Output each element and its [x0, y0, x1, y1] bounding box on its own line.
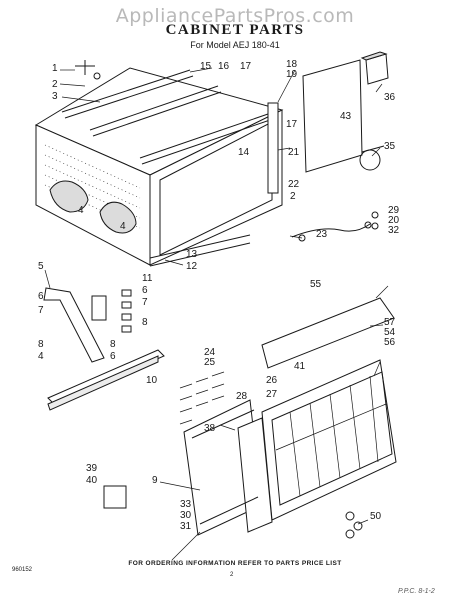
cabinet-shell — [34, 67, 284, 267]
callout-41: 41 — [294, 361, 306, 372]
front-grille-assembly — [103, 297, 397, 539]
callout-5: 5 — [38, 261, 44, 272]
callout-33: 33 — [180, 499, 192, 510]
callout-55: 55 — [310, 279, 322, 290]
callout-20: 20 — [388, 215, 400, 226]
callout-30: 30 — [180, 510, 192, 521]
handwritten-note: P.P.C. 8-1-2 — [398, 588, 435, 595]
callout-18: 18 — [286, 59, 298, 70]
callout-leaders — [44, 67, 389, 561]
callout-19: 19 — [286, 69, 298, 80]
callout-31: 31 — [180, 521, 192, 532]
callout-14: 14 — [238, 147, 250, 158]
callout-16: 16 — [218, 61, 230, 72]
callout-7a: 7 — [38, 305, 44, 316]
watermark: AppliancePartsPros.com — [115, 5, 355, 27]
callout-6a: 6 — [38, 291, 44, 302]
page-number: 2 — [230, 572, 234, 578]
callout-21: 21 — [288, 147, 300, 158]
callout-24: 24 — [204, 347, 216, 358]
callout-26: 26 — [266, 375, 278, 386]
callout-36: 36 — [384, 92, 396, 103]
callout-56: 56 — [384, 337, 396, 348]
callout-17b: 17 — [286, 119, 298, 130]
callout-17: 17 — [240, 61, 252, 72]
callout-40: 40 — [86, 475, 98, 486]
callout-7b: 7 — [142, 297, 148, 308]
callout-57: 57 — [384, 317, 396, 328]
callout-8c: 8 — [110, 339, 116, 350]
callout-8a: 8 — [38, 339, 44, 350]
page-title: CABINET PARTS — [165, 22, 305, 38]
callout-27: 27 — [266, 389, 278, 400]
callout-25: 25 — [204, 357, 216, 368]
mounting-brackets — [43, 60, 165, 411]
callout-38: 38 — [204, 423, 216, 434]
callout-28: 28 — [236, 391, 248, 402]
callout-9: 9 — [152, 475, 158, 486]
ordering-note: FOR ORDERING INFORMATION REFER TO PARTS … — [128, 560, 342, 567]
callout-39: 39 — [86, 463, 98, 474]
callout-3: 3 — [52, 91, 58, 102]
callout-4c: 4 — [38, 351, 44, 362]
callout-12: 12 — [186, 261, 198, 272]
callout-4a: 4 — [78, 205, 84, 216]
callout-23: 23 — [316, 229, 328, 240]
callout-2: 2 — [52, 79, 58, 90]
callout-6b: 6 — [142, 285, 148, 296]
callout-43: 43 — [340, 111, 352, 122]
callout-54: 54 — [384, 327, 396, 338]
callout-2b: 2 — [290, 191, 296, 202]
callout-4b: 4 — [120, 221, 126, 232]
callout-8b: 8 — [142, 317, 148, 328]
side-curtain-parts — [267, 51, 389, 242]
document-code: 960152 — [12, 567, 33, 573]
callout-35: 35 — [384, 141, 396, 152]
callout-50: 50 — [370, 511, 382, 522]
model-subtitle: For Model AEJ 180-41 — [190, 40, 280, 50]
callout-29: 29 — [388, 205, 400, 216]
callout-32: 32 — [388, 225, 400, 236]
callout-15: 15 — [200, 61, 212, 72]
callout-10: 10 — [146, 375, 158, 386]
callout-11: 11 — [142, 273, 153, 284]
callout-13: 13 — [186, 249, 198, 260]
callout-22: 22 — [288, 179, 300, 190]
callout-1: 1 — [52, 63, 58, 74]
callout-6c: 6 — [110, 351, 116, 362]
